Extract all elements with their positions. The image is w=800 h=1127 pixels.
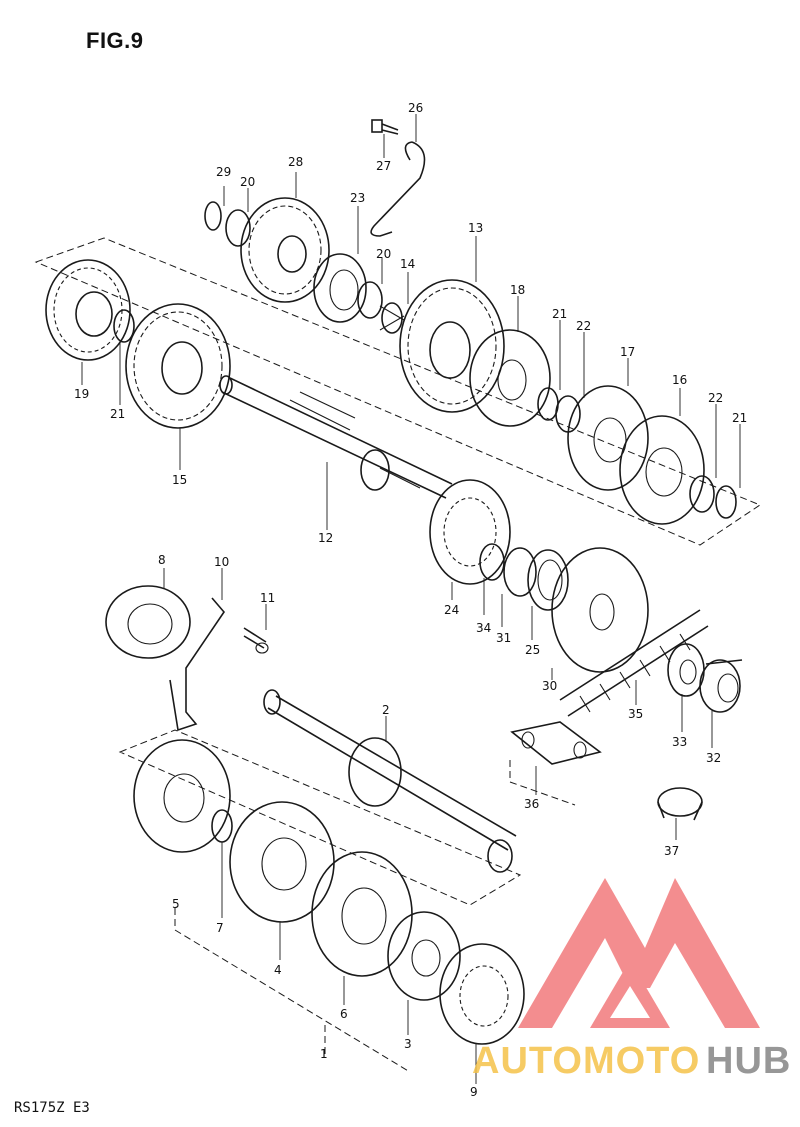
part-label-32: 32 <box>706 751 721 765</box>
part-label-20-mid: 20 <box>376 247 391 261</box>
lower-group-frame <box>118 729 576 1073</box>
part-label-20-upper: 20 <box>240 175 255 189</box>
gear-3 <box>387 911 461 1001</box>
part-label-22-right: 22 <box>708 391 723 405</box>
watermark-text-hub: HUB <box>706 1040 791 1080</box>
bearing-9 <box>439 943 525 1045</box>
part-label-13: 13 <box>468 221 483 235</box>
part-label-37: 37 <box>664 844 679 858</box>
part-label-33: 33 <box>672 735 687 749</box>
part-label-9: 9 <box>470 1085 478 1099</box>
part-label-4: 4 <box>274 963 282 977</box>
automotohub-watermark-logo: AUTOMOTO HUB <box>472 878 791 1080</box>
drive-chain-35 <box>559 609 709 717</box>
gear-18 <box>469 329 551 427</box>
bolt-27 <box>371 119 399 135</box>
part-label-36: 36 <box>524 797 539 811</box>
gear-13 <box>399 279 505 413</box>
part-label-11: 11 <box>260 591 275 605</box>
part-label-26: 26 <box>408 101 423 115</box>
spacer-34 <box>479 543 505 581</box>
washer-22-right <box>689 475 715 513</box>
driveshaft-2 <box>263 689 517 873</box>
gear-17 <box>567 385 649 491</box>
part-label-24: 24 <box>444 603 459 617</box>
watermark-triangle-icon <box>518 878 760 1028</box>
gear-6 <box>311 851 413 977</box>
part-label-31: 31 <box>496 631 511 645</box>
figure-title: FIG.9 <box>86 28 144 53</box>
part-label-14: 14 <box>400 257 415 271</box>
part-label-22-mid: 22 <box>576 319 591 333</box>
part-label-21-right: 21 <box>732 411 747 425</box>
part-label-29: 29 <box>216 165 231 179</box>
part-label-16: 16 <box>672 373 687 387</box>
watermark-text-automoto: AUTOMOTO <box>472 1040 700 1080</box>
washer-33 <box>667 643 705 697</box>
sprocket-30 <box>551 547 649 673</box>
gear-28 <box>240 197 330 303</box>
gear-5 <box>133 739 231 853</box>
part-label-8: 8 <box>158 553 166 567</box>
part-label-10: 10 <box>214 555 229 569</box>
bearing-stopper-10 <box>169 597 226 732</box>
part-label-34: 34 <box>476 621 491 635</box>
part-label-21: 21 <box>110 407 125 421</box>
gear-16 <box>619 415 705 525</box>
part-label-27: 27 <box>376 159 391 173</box>
part-label-30: 30 <box>542 679 557 693</box>
part-label-18: 18 <box>510 283 525 297</box>
leader-lines <box>81 114 741 1084</box>
part-label-23: 23 <box>350 191 365 205</box>
upper-group-frame <box>34 237 762 546</box>
part-label-15: 15 <box>172 473 187 487</box>
gear-15 <box>125 303 231 429</box>
bearing-23 <box>313 253 367 323</box>
part-label-6: 6 <box>340 1007 348 1021</box>
bearing-24 <box>429 479 511 585</box>
part-label-2: 2 <box>382 703 390 717</box>
part-label-5: 5 <box>172 897 180 911</box>
oil-seal-25 <box>527 549 569 611</box>
part-label-17: 17 <box>620 345 635 359</box>
spacer-32 <box>699 659 743 713</box>
spacer-31 <box>503 547 537 597</box>
part-labels: 19 21 15 12 24 34 31 25 30 35 33 32 36 3… <box>74 101 747 1099</box>
part-label-25: 25 <box>525 643 540 657</box>
bolt-11 <box>243 627 269 654</box>
part-label-35: 35 <box>628 707 643 721</box>
part-label-21-mid: 21 <box>552 307 567 321</box>
countershaft-12 <box>219 375 453 499</box>
stopper-plate-26 <box>370 141 426 237</box>
collar-37 <box>657 787 703 821</box>
part-label-3: 3 <box>404 1037 412 1051</box>
part-label-19: 19 <box>74 387 89 401</box>
circlip-21-left <box>113 309 135 343</box>
washer-20-upper <box>225 209 251 247</box>
chain-joint-36 <box>510 721 602 765</box>
washer-20-mid <box>357 281 383 319</box>
circlip-21-right <box>715 485 737 519</box>
part-label-12: 12 <box>318 531 333 545</box>
gear-4 <box>229 801 335 923</box>
part-label-7: 7 <box>216 921 224 935</box>
part-label-28: 28 <box>288 155 303 169</box>
model-code: RS175Z E3 <box>14 1100 90 1116</box>
part-label-1: 1 <box>320 1047 328 1061</box>
gear-19 <box>45 259 131 361</box>
needle-bearing-14 <box>379 302 405 334</box>
circlip-29 <box>204 201 222 231</box>
bearing-8 <box>105 585 191 659</box>
